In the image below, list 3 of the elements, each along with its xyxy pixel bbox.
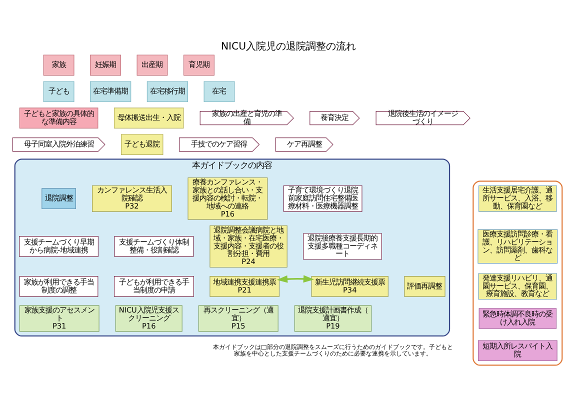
diagram-title: NICU入院児の退院調整の流れ: [220, 42, 356, 53]
cluster: [472, 180, 563, 366]
arrow: [276, 275, 314, 283]
